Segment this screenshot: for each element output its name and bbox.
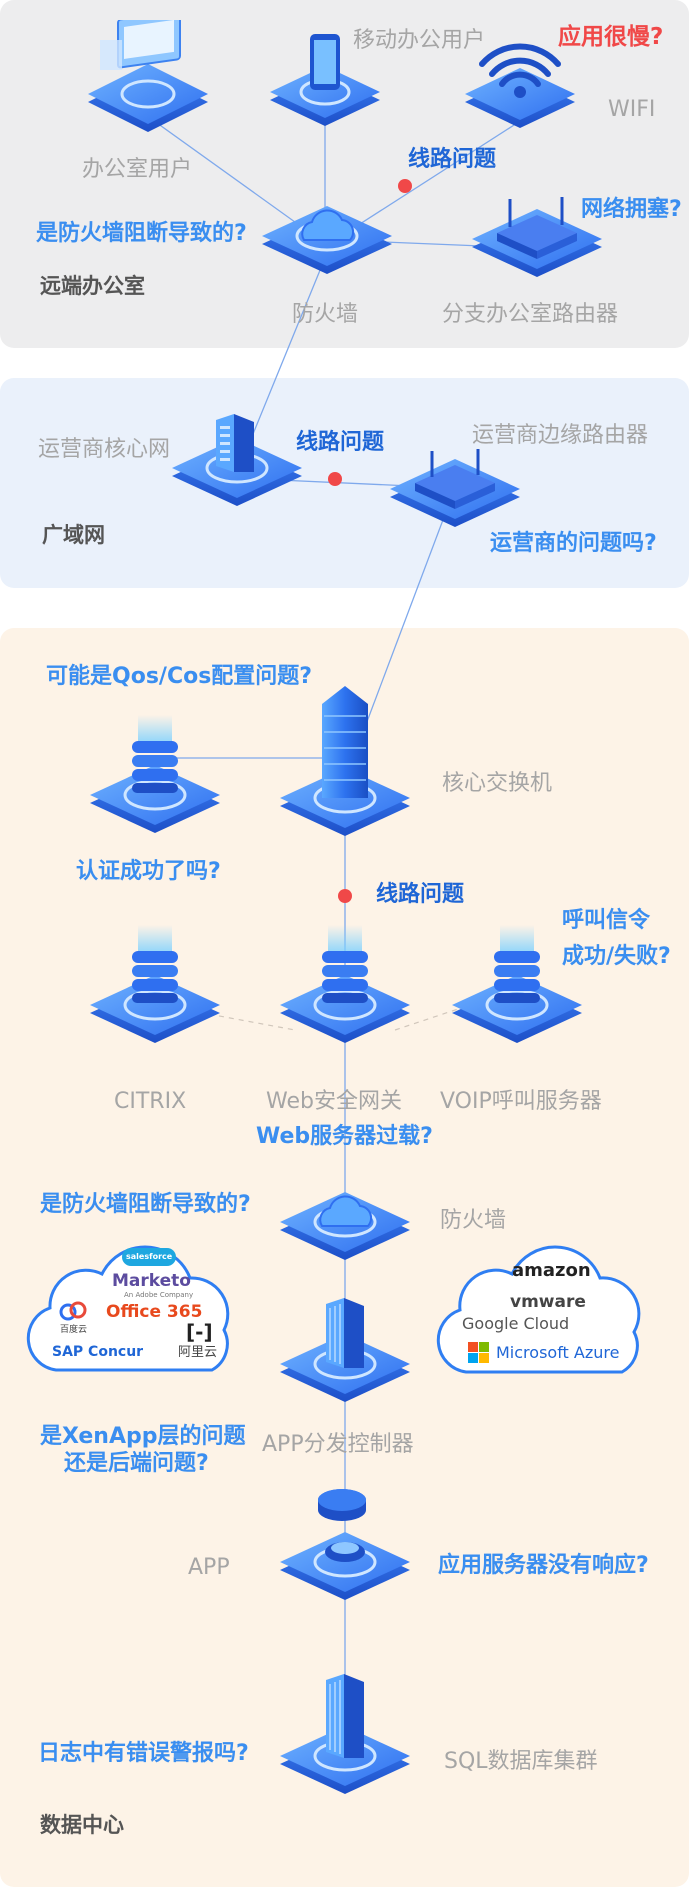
amazon-logo: amazon xyxy=(512,1260,591,1281)
office365-logo: Office 365 xyxy=(106,1302,203,1322)
app-controller-label: APP分发控制器 xyxy=(262,1432,414,1457)
salesforce-logo: salesforce xyxy=(122,1248,177,1266)
skyscraper-icon xyxy=(280,1298,410,1402)
sql-cluster-label: SQL数据库集群 xyxy=(444,1749,598,1774)
database-disc-icon xyxy=(280,1489,410,1600)
saas-cloud-right xyxy=(436,1245,641,1374)
app-no-response-question: 应用服务器没有响应? xyxy=(438,1553,649,1578)
line-issue-1: 线路问题 xyxy=(408,147,497,172)
app-slow-question: 应用很慢? xyxy=(558,24,664,50)
citrix-label: CITRIX xyxy=(114,1089,187,1114)
alert-dot-1 xyxy=(398,179,412,193)
wifi-label: WIFI xyxy=(608,97,656,122)
qos-cos-question: 可能是Qos/Cos配置问题? xyxy=(46,664,313,689)
baidu-cloud-label: 百度云 xyxy=(60,1325,88,1335)
sap-concur-logo: SAP Concur xyxy=(52,1344,144,1360)
baidu-cloud-icon xyxy=(59,1301,87,1321)
call-signal-question-1: 呼叫信令 xyxy=(562,908,651,933)
server-stack-icon xyxy=(280,925,410,1043)
marketo-logo: Marketo xyxy=(112,1271,191,1291)
office-user-label: 办公室用户 xyxy=(82,157,193,182)
carrier-issue-question: 运营商的问题吗? xyxy=(490,531,657,556)
net-congestion-question: 网络拥塞? xyxy=(581,197,682,222)
firewall-remote-label: 防火墙 xyxy=(292,302,359,327)
vmware-logo: vmware xyxy=(510,1292,586,1312)
link-gateway-voip xyxy=(394,1004,471,1031)
firewall-block-question-1: 是防火墙阻断导致的? xyxy=(36,221,247,246)
cloud-firewall-icon xyxy=(280,1192,410,1260)
computer-icon xyxy=(88,20,208,132)
core-switch-label: 核心交换机 xyxy=(442,771,553,796)
firewall-block-question-2: 是防火墙阻断导致的? xyxy=(40,1192,251,1217)
building-icon xyxy=(172,414,302,506)
carrier-edge-label: 运营商边缘路由器 xyxy=(472,423,649,448)
marketo-sub: An Adobe Company xyxy=(124,1291,194,1299)
voip-label: VOIP呼叫服务器 xyxy=(440,1089,602,1114)
zone-title-data-center: 数据中心 xyxy=(40,1813,124,1837)
skyscraper-icon xyxy=(280,1674,410,1794)
web-gateway-label: Web安全网关 xyxy=(266,1089,402,1114)
server-stack-icon xyxy=(90,925,220,1043)
firewall-dc-label: 防火墙 xyxy=(440,1208,507,1233)
tower-icon xyxy=(280,686,410,836)
log-errors-question: 日志中有错误警报吗? xyxy=(38,1741,249,1766)
line-issue-3: 线路问题 xyxy=(376,882,465,907)
web-overload-question: Web服务器过载? xyxy=(256,1124,433,1149)
alert-dot-3 xyxy=(338,889,352,903)
carrier-core-label: 运营商核心网 xyxy=(38,437,171,462)
zone-title-remote: 远端办公室 xyxy=(40,274,145,298)
xenapp-question-2: 还是后端问题? xyxy=(64,1451,209,1476)
link-wifi-firewall xyxy=(334,117,526,241)
app-label: APP xyxy=(188,1555,230,1580)
line-issue-2: 线路问题 xyxy=(296,430,385,455)
aliyun-logo: 阿里云 xyxy=(178,1345,218,1360)
link-office-firewall xyxy=(149,117,321,241)
microsoft-icon xyxy=(468,1342,489,1363)
wifi-icon xyxy=(465,43,575,128)
mobile-user-label: 移动办公用户 xyxy=(353,28,486,53)
branch-router-label: 分支办公室路由器 xyxy=(442,302,619,327)
call-signal-question-2: 成功/失败? xyxy=(562,944,671,969)
aliyun-icon: [-] xyxy=(186,1320,213,1344)
server-stack-icon xyxy=(90,715,220,833)
azure-logo: Microsoft Azure xyxy=(496,1343,620,1362)
zone-title-wan: 广域网 xyxy=(42,523,105,547)
xenapp-question-1: 是XenApp层的问题 xyxy=(40,1424,246,1449)
router-icon xyxy=(390,449,520,527)
auth-success-question: 认证成功了吗? xyxy=(76,859,221,884)
alert-dot-2 xyxy=(328,472,342,486)
google-cloud-logo: Google Cloud xyxy=(462,1314,570,1333)
server-stack-icon xyxy=(452,925,582,1043)
cloud-firewall-icon xyxy=(262,206,392,274)
router-icon xyxy=(472,197,602,277)
tablet-icon xyxy=(270,34,380,126)
